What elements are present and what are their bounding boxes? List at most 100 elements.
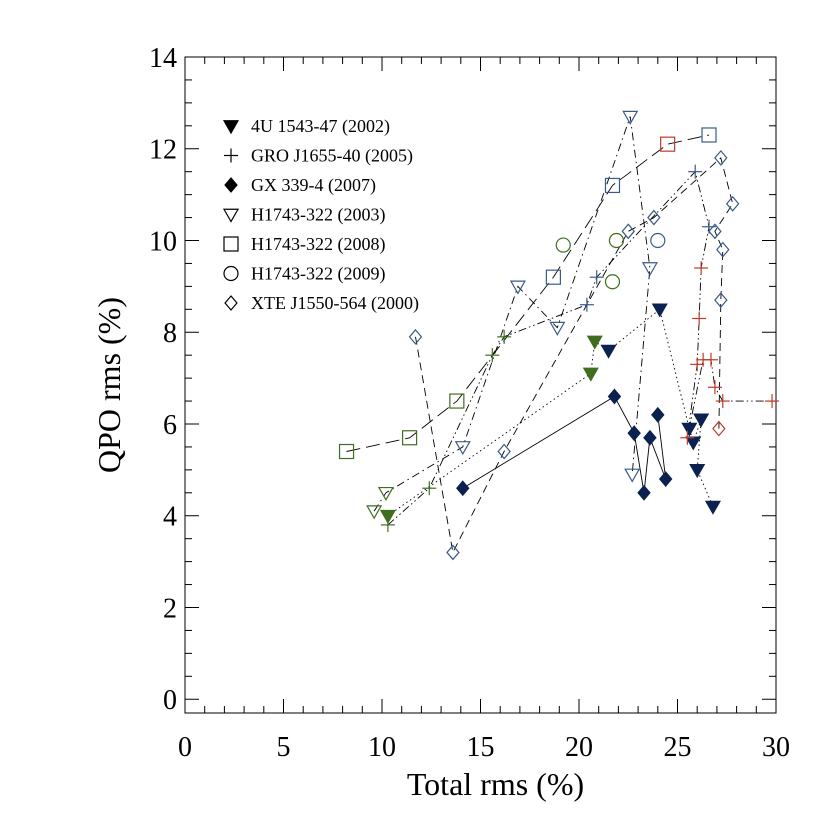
point-gro-j1655-40-2005 <box>707 380 722 395</box>
point-xte-j1550-564-2000 <box>708 223 722 240</box>
point-4u-1543-47-2002 <box>685 436 702 451</box>
point-xte-j1550-564-2000 <box>497 443 511 460</box>
point-gro-j1655-40-2005 <box>688 164 703 179</box>
series-line-gx-339-4-2007 <box>462 395 667 493</box>
x-axis-title: Total rms (%) <box>407 766 584 802</box>
point-h1743-322-2008 <box>604 177 621 194</box>
point-gro-j1655-40-2005 <box>422 481 437 496</box>
y-tick-label: 14 <box>149 43 177 74</box>
legend: 4U 1543-47 (2002) GRO J1655-40 (2005) GX 3… <box>222 116 419 314</box>
point-h1743-322-2003 <box>622 110 639 125</box>
point-gro-j1655-40-2005 <box>380 517 395 532</box>
point-h1743-322-2009 <box>604 274 621 290</box>
legend-symbol-gx-339-4-2007 <box>224 177 238 193</box>
legend-label-xte-j1550-564-2000: XTE J1550-564 (2000) <box>251 293 419 314</box>
point-gro-j1655-40-2005 <box>715 394 730 409</box>
series-line-xte-j1550-564-2000 <box>415 157 734 554</box>
point-xte-j1550-564-2000 <box>712 420 726 437</box>
point-xte-j1550-564-2000 <box>714 292 728 309</box>
point-h1743-322-2009 <box>650 232 666 249</box>
point-h1743-322-2003 <box>377 486 394 502</box>
point-gx-339-4-2007 <box>607 388 622 405</box>
legend-symbol-gro-j1655-40-2005 <box>224 148 238 163</box>
point-h1743-322-2003 <box>549 321 566 336</box>
point-4u-1543-47-2002 <box>600 344 617 359</box>
point-gro-j1655-40-2005 <box>692 311 707 326</box>
point-h1743-322-2003 <box>366 505 383 520</box>
point-h1743-322-2008 <box>401 430 418 446</box>
y-tick-label: 6 <box>163 410 177 441</box>
point-h1743-322-2008 <box>660 136 676 152</box>
point-gro-j1655-40-2005 <box>680 430 695 445</box>
point-gx-339-4-2007 <box>627 425 641 442</box>
y-tick-label: 8 <box>163 318 177 349</box>
x-tick-label: 30 <box>762 732 790 763</box>
point-xte-j1550-564-2000 <box>725 195 740 212</box>
legend-symbol-h1743-322-2009 <box>223 265 239 282</box>
point-4u-1543-47-2002 <box>586 335 603 350</box>
legend-label-gro-j1655-40-2005: GRO J1655-40 (2005) <box>251 146 413 167</box>
series-line-h1743-322-2008 <box>346 134 710 452</box>
point-gx-339-4-2007 <box>643 429 657 446</box>
point-h1743-322-2009 <box>555 237 571 253</box>
point-gro-j1655-40-2005 <box>485 348 500 363</box>
point-xte-j1550-564-2000 <box>647 209 661 226</box>
point-xte-j1550-564-2000 <box>446 544 460 561</box>
y-tick-label: 10 <box>149 226 177 257</box>
point-h1743-322-2008 <box>545 269 561 285</box>
x-tick-label: 5 <box>277 732 291 763</box>
point-h1743-322-2003 <box>509 280 526 295</box>
legend-symbol-4u-1543-47-2002 <box>222 120 240 135</box>
point-h1743-322-2008 <box>701 127 717 143</box>
point-gx-339-4-2007 <box>658 471 673 487</box>
point-gx-339-4-2007 <box>456 480 470 497</box>
point-gx-339-4-2007 <box>651 406 665 423</box>
point-xte-j1550-564-2000 <box>716 241 730 258</box>
x-tick-label: 0 <box>178 732 192 763</box>
point-4u-1543-47-2002 <box>693 413 710 428</box>
point-xte-j1550-564-2000 <box>408 328 423 345</box>
x-tick-label: 20 <box>565 732 593 763</box>
point-h1743-322-2008 <box>338 443 355 460</box>
point-gro-j1655-40-2005 <box>765 394 780 409</box>
legend-label-gx-339-4-2007: GX 339-4 (2007) <box>251 175 376 196</box>
point-gro-j1655-40-2005 <box>589 270 604 285</box>
legend-label-h1743-322-2008: H1743-322 (2008) <box>251 234 385 255</box>
x-tick-label: 10 <box>368 732 396 763</box>
y-axis-title: QPO rms (%) <box>91 297 127 473</box>
point-4u-1543-47-2002 <box>681 422 698 437</box>
point-4u-1543-47-2002 <box>651 303 668 318</box>
y-tick-label: 0 <box>163 685 177 716</box>
point-gro-j1655-40-2005 <box>579 297 594 312</box>
series-line-4u-1543-47-2002 <box>387 308 714 517</box>
legend-label-h1743-322-2003: H1743-322 (2003) <box>251 205 385 226</box>
markers-group <box>338 110 780 561</box>
point-xte-j1550-564-2000 <box>621 223 635 240</box>
point-xte-j1550-564-2000 <box>714 149 728 166</box>
point-h1743-322-2009 <box>608 232 625 249</box>
legend-symbol-h1743-322-2003 <box>222 208 240 223</box>
point-4u-1543-47-2002 <box>379 509 396 524</box>
y-tick-label: 2 <box>163 593 177 624</box>
legend-label-h1743-322-2009: H1743-322 (2009) <box>251 264 385 285</box>
x-tick-label: 25 <box>664 732 692 763</box>
point-gro-j1655-40-2005 <box>694 261 709 276</box>
y-tick-label: 4 <box>163 502 177 533</box>
series-lines-group <box>346 116 773 554</box>
point-h1743-322-2003 <box>624 468 641 483</box>
point-gro-j1655-40-2005 <box>703 352 718 367</box>
legend-symbol-xte-j1550-564-2000 <box>224 295 238 311</box>
legend-symbol-h1743-322-2008 <box>223 236 239 252</box>
series-line-h1743-322-2003 <box>373 116 651 512</box>
point-h1743-322-2008 <box>449 393 465 409</box>
point-4u-1543-47-2002 <box>582 367 599 382</box>
y-tick-label: 12 <box>149 135 177 166</box>
axes-group: 0 5 10 15 20 25 30 0 2 4 6 8 10 12 14 <box>149 43 790 763</box>
point-h1743-322-2003 <box>641 262 658 277</box>
point-4u-1543-47-2002 <box>689 464 706 479</box>
point-gx-339-4-2007 <box>637 484 651 501</box>
x-tick-label: 15 <box>467 732 495 763</box>
legend-label-4u-1543-47-2002: 4U 1543-47 (2002) <box>251 116 390 137</box>
